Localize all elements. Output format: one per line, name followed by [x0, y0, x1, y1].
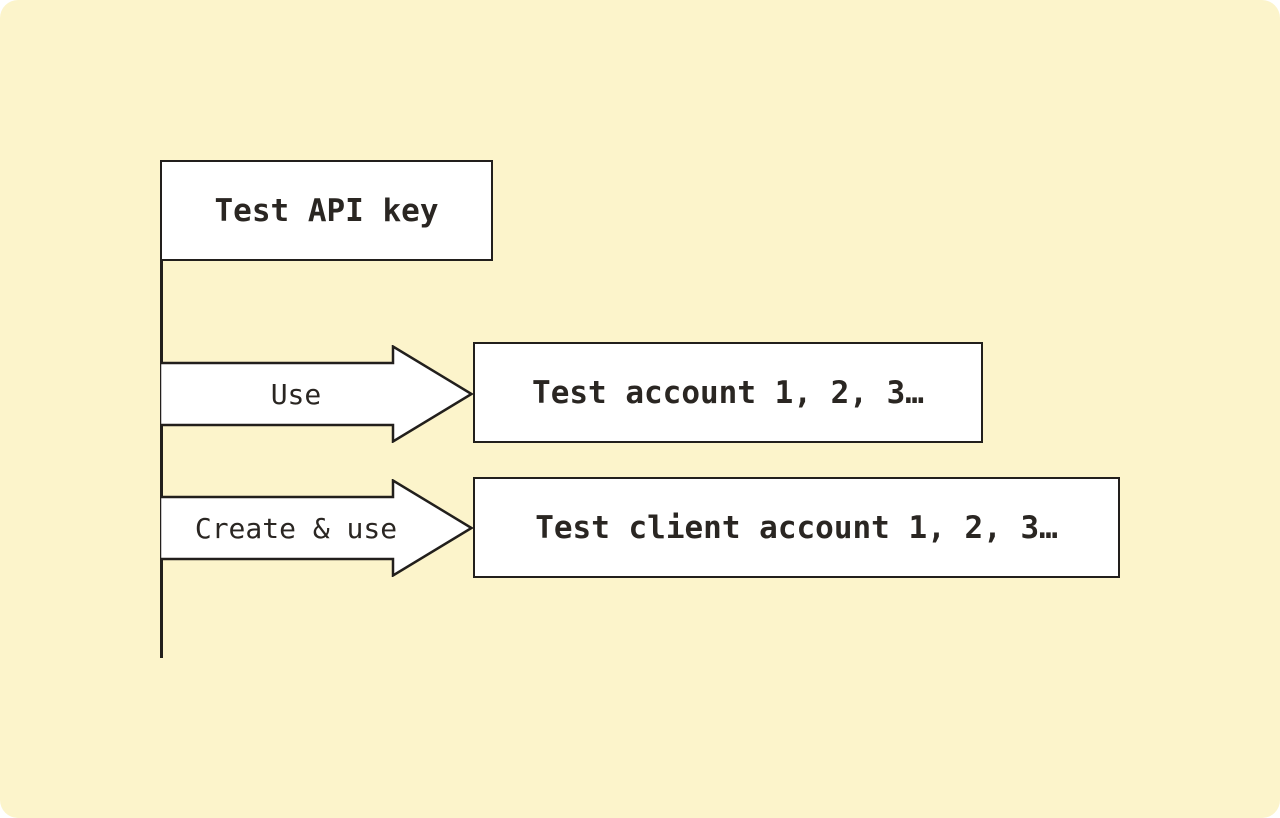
node-test-client-account: Test client account 1, 2, 3…: [473, 477, 1120, 578]
arrow-create-and-use-label: Create & use: [194, 511, 398, 545]
branch-connector-line: [160, 258, 163, 658]
right-arrow-icon: [160, 345, 474, 443]
node-test-api-key: Test API key: [160, 160, 493, 261]
node-test-api-key-label: Test API key: [214, 192, 439, 229]
node-test-account: Test account 1, 2, 3…: [473, 342, 983, 443]
node-test-account-label: Test account 1, 2, 3…: [532, 374, 924, 411]
right-arrow-icon: [160, 479, 474, 577]
arrow-use: Use: [160, 345, 474, 443]
node-test-client-account-label: Test client account 1, 2, 3…: [535, 509, 1058, 546]
arrow-create-and-use: Create & use: [160, 479, 474, 577]
arrow-use-label: Use: [270, 377, 322, 411]
